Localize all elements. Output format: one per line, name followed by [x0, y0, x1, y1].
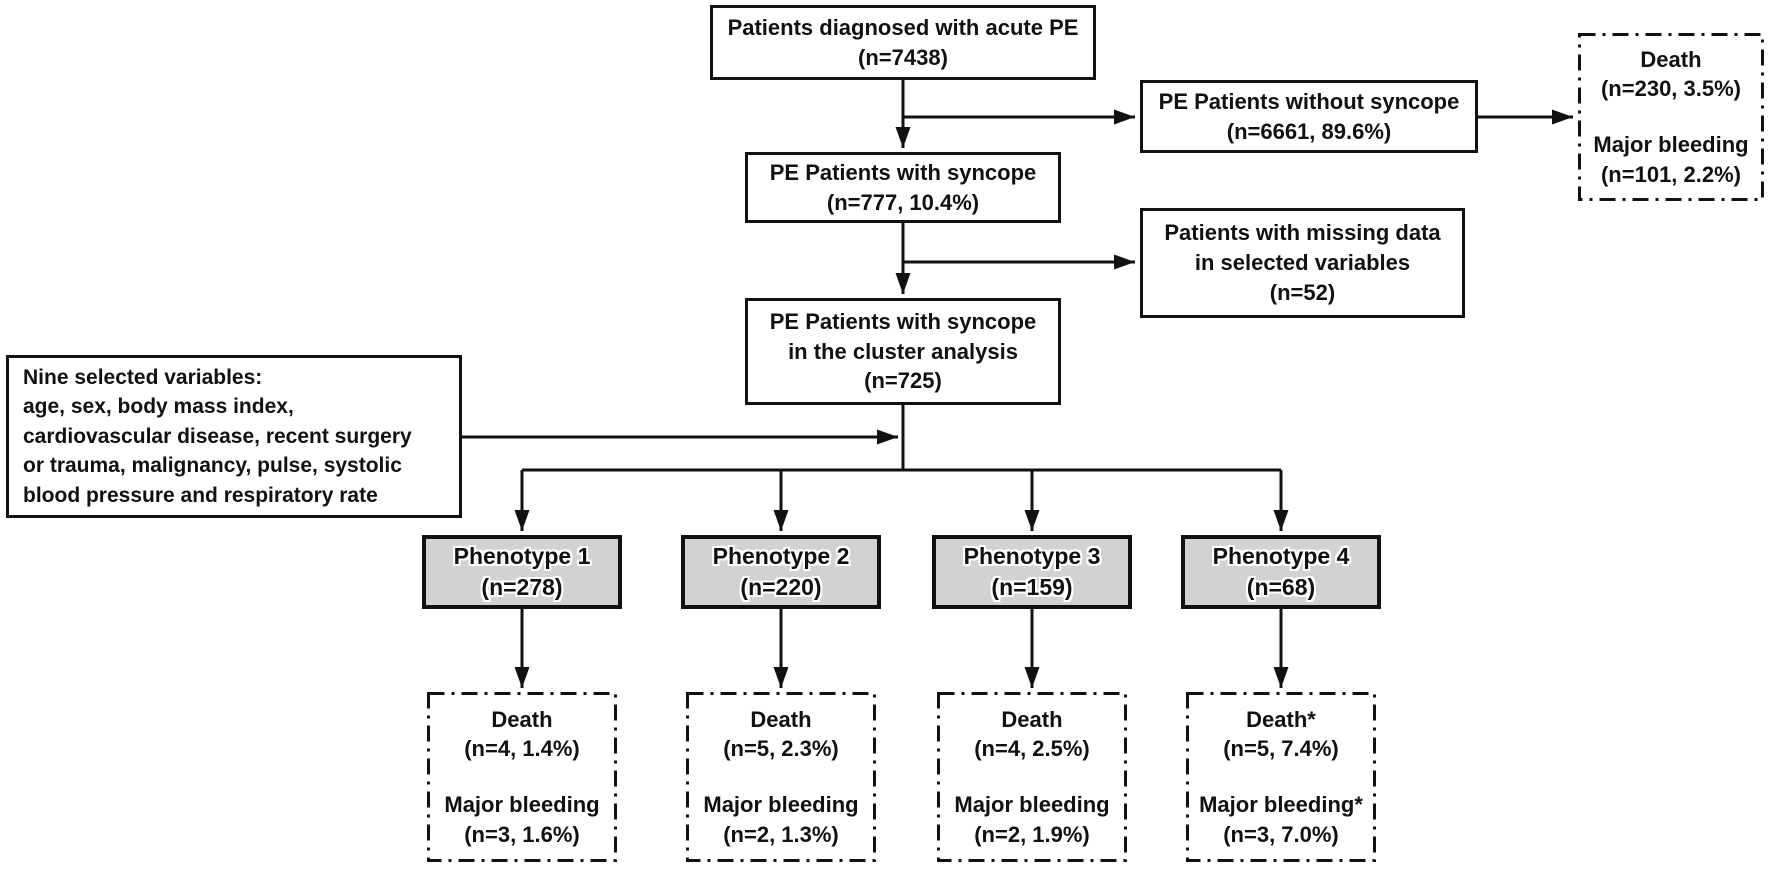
node-phenotype-3: Phenotype 3 (n=159) — [932, 535, 1132, 609]
phenotype-3-count: (n=159) — [991, 574, 1073, 600]
node-outcome-phenotype-2: Death (n=5, 2.3%) Major bleeding (n=2, 1… — [686, 692, 876, 862]
node-missing-data: Patients with missing data in selected v… — [1140, 208, 1465, 318]
node-cluster-analysis: PE Patients with syncope in the cluster … — [745, 298, 1061, 405]
node-outcome-phenotype-1: Death (n=4, 1.4%) Major bleeding (n=3, 1… — [427, 692, 617, 862]
node-without-syncope-count: (n=6661, 89.6%) — [1226, 118, 1392, 144]
outcome-death-group: Death* (n=5, 7.4%) — [1223, 705, 1339, 764]
death-count: (n=5, 2.3%) — [723, 736, 839, 762]
bleeding-label: Major bleeding — [1593, 132, 1749, 157]
death-label: Death — [750, 706, 812, 732]
frame-outcome-4 — [1186, 692, 1376, 862]
node-with-syncope: PE Patients with syncope (n=777, 10.4%) — [745, 152, 1061, 223]
frame-outcome-1 — [427, 692, 617, 862]
node-diagnosed: Patients diagnosed with acute PE (n=7438… — [710, 5, 1096, 80]
node-with-syncope-title: PE Patients with syncope — [769, 159, 1037, 185]
outcome-death-group: Death (n=230, 3.5%) — [1601, 45, 1741, 104]
outcome-bleeding-group: Major bleeding (n=3, 1.6%) — [444, 790, 599, 849]
bleeding-count: (n=2, 1.3%) — [723, 821, 839, 847]
outcome-bleeding-group: Major bleeding (n=2, 1.9%) — [954, 790, 1109, 849]
node-selected-variables: Nine selected variables: age, sex, body … — [6, 355, 462, 518]
frame-outcome-2 — [686, 692, 876, 862]
node-without-syncope: PE Patients without syncope (n=6661, 89.… — [1140, 80, 1478, 153]
variables-line1: Nine selected variables: — [23, 366, 263, 390]
outcome-death-group: Death (n=4, 1.4%) — [464, 705, 580, 764]
node-cluster-line2: in the cluster analysis — [788, 338, 1018, 364]
death-count: (n=4, 1.4%) — [464, 736, 580, 762]
node-missing-line1: Patients with missing data — [1164, 220, 1441, 246]
phenotype-2-count: (n=220) — [740, 574, 822, 600]
death-count: (n=5, 7.4%) — [1223, 736, 1339, 762]
node-cluster-count: (n=725) — [864, 368, 942, 394]
node-cluster-line1: PE Patients with syncope — [769, 308, 1037, 334]
bleeding-count: (n=3, 7.0%) — [1223, 821, 1339, 847]
node-missing-line2: in selected variables — [1194, 250, 1411, 276]
variables-line5: blood pressure and respiratory rate — [23, 483, 378, 507]
node-phenotype-4: Phenotype 4 (n=68) — [1181, 535, 1381, 609]
outcome-bleeding-group: Major bleeding (n=2, 1.3%) — [703, 790, 858, 849]
node-without-syncope-title: PE Patients without syncope — [1158, 88, 1460, 114]
bleeding-count: (n=2, 1.9%) — [974, 821, 1090, 847]
node-diagnosed-count: (n=7438) — [858, 44, 948, 70]
outcome-death-group: Death (n=4, 2.5%) — [974, 705, 1090, 764]
node-outcome-no-syncope: Death (n=230, 3.5%) Major bleeding (n=10… — [1578, 33, 1764, 201]
phenotype-3-title: Phenotype 3 — [963, 542, 1101, 569]
variables-line4: or trauma, malignancy, pulse, systolic — [23, 454, 402, 478]
node-outcome-phenotype-4: Death* (n=5, 7.4%) Major bleeding* (n=3,… — [1186, 692, 1376, 862]
phenotype-1-title: Phenotype 1 — [453, 542, 591, 569]
node-phenotype-2: Phenotype 2 (n=220) — [681, 535, 881, 609]
variables-line2: age, sex, body mass index, — [23, 395, 294, 419]
death-count: (n=4, 2.5%) — [974, 736, 1090, 762]
outcome-bleeding-group: Major bleeding (n=101, 2.2%) — [1593, 130, 1748, 189]
node-with-syncope-count: (n=777, 10.4%) — [826, 189, 980, 215]
node-diagnosed-title: Patients diagnosed with acute PE — [727, 14, 1079, 40]
death-label: Death — [1001, 706, 1063, 732]
node-outcome-phenotype-3: Death (n=4, 2.5%) Major bleeding (n=2, 1… — [937, 692, 1127, 862]
death-count: (n=230, 3.5%) — [1600, 76, 1741, 102]
bleeding-label: Major bleeding — [444, 792, 600, 817]
phenotype-4-count: (n=68) — [1246, 574, 1316, 600]
phenotype-1-count: (n=278) — [481, 574, 563, 600]
outcome-bleeding-group: Major bleeding* (n=3, 7.0%) — [1199, 790, 1363, 849]
phenotype-4-title: Phenotype 4 — [1212, 542, 1350, 569]
death-label: Death — [491, 706, 553, 732]
frame-outcome-no-syncope — [1578, 33, 1764, 201]
bleeding-label: Major bleeding* — [1199, 792, 1363, 817]
outcome-death-group: Death (n=5, 2.3%) — [723, 705, 839, 764]
variables-line3: cardiovascular disease, recent surgery — [23, 424, 412, 448]
bleeding-count: (n=101, 2.2%) — [1600, 161, 1741, 187]
node-phenotype-1: Phenotype 1 (n=278) — [422, 535, 622, 609]
frame-outcome-3 — [937, 692, 1127, 862]
bleeding-label: Major bleeding — [703, 792, 859, 817]
node-missing-count: (n=52) — [1269, 279, 1336, 305]
bleeding-count: (n=3, 1.6%) — [464, 821, 580, 847]
phenotype-2-title: Phenotype 2 — [712, 542, 850, 569]
death-label: Death* — [1246, 706, 1316, 732]
bleeding-label: Major bleeding — [954, 792, 1110, 817]
death-label: Death — [1640, 46, 1702, 72]
